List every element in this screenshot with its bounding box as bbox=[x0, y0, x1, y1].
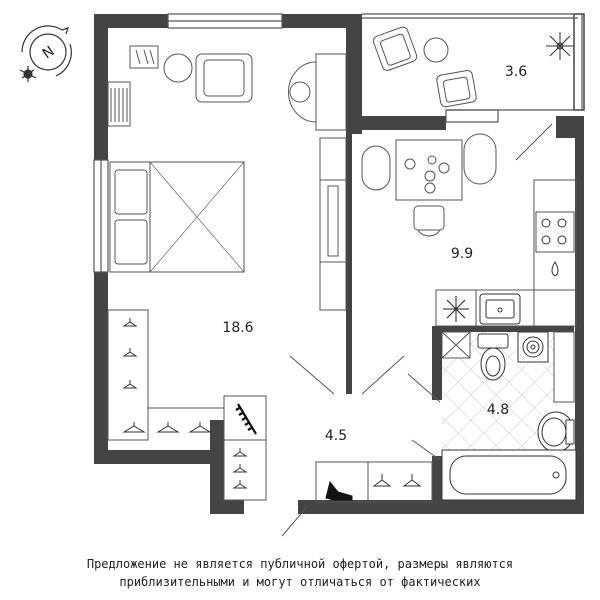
shoe-icon bbox=[325, 480, 353, 501]
stove-icon bbox=[541, 218, 567, 245]
armchair bbox=[195, 53, 253, 103]
bathtub-icon bbox=[441, 449, 577, 501]
comb-icon bbox=[235, 403, 257, 435]
kitchen-area-label: 9.9 bbox=[451, 246, 473, 262]
bedroom bbox=[107, 45, 347, 441]
snowflake-icon bbox=[443, 296, 469, 322]
compass-icon bbox=[19, 25, 72, 82]
doors bbox=[281, 123, 553, 537]
flower-icon bbox=[546, 32, 574, 60]
bed bbox=[109, 161, 245, 273]
disclaimer-line-1: Предложение не является публичной оферто… bbox=[86, 557, 514, 571]
shoe-cabinet bbox=[315, 461, 433, 503]
windows bbox=[93, 13, 499, 273]
balcony bbox=[362, 13, 583, 111]
toilet-icon bbox=[477, 333, 509, 381]
bathroom-area-label: 4.8 bbox=[487, 402, 509, 418]
disclaimer-line-2: приблизительными и могут отличаться от ф… bbox=[119, 575, 481, 589]
drop-icon bbox=[551, 261, 559, 277]
floor-plan: N 18.6 9.9 3.6 4.5 4.8 bbox=[19, 13, 585, 537]
balcony-furniture bbox=[372, 26, 477, 108]
hanger-icon bbox=[122, 318, 212, 433]
hall-area-label: 4.5 bbox=[325, 428, 347, 444]
kitchen-counter bbox=[435, 179, 577, 327]
hanger-icon bbox=[232, 448, 248, 489]
bedroom-area-label: 18.6 bbox=[222, 320, 253, 336]
bathroom-fixtures bbox=[441, 331, 575, 403]
compass-label: N bbox=[40, 43, 58, 62]
walls bbox=[94, 13, 585, 514]
hall-cabinet bbox=[223, 395, 267, 501]
washing-machine-icon bbox=[517, 331, 549, 363]
balcony-area-label: 3.6 bbox=[505, 64, 527, 80]
kitchen-table bbox=[361, 133, 497, 237]
disclaimer: Предложение не является публичной оферто… bbox=[40, 555, 560, 591]
kitchen-sink bbox=[479, 293, 521, 325]
sink-icon bbox=[537, 411, 575, 453]
